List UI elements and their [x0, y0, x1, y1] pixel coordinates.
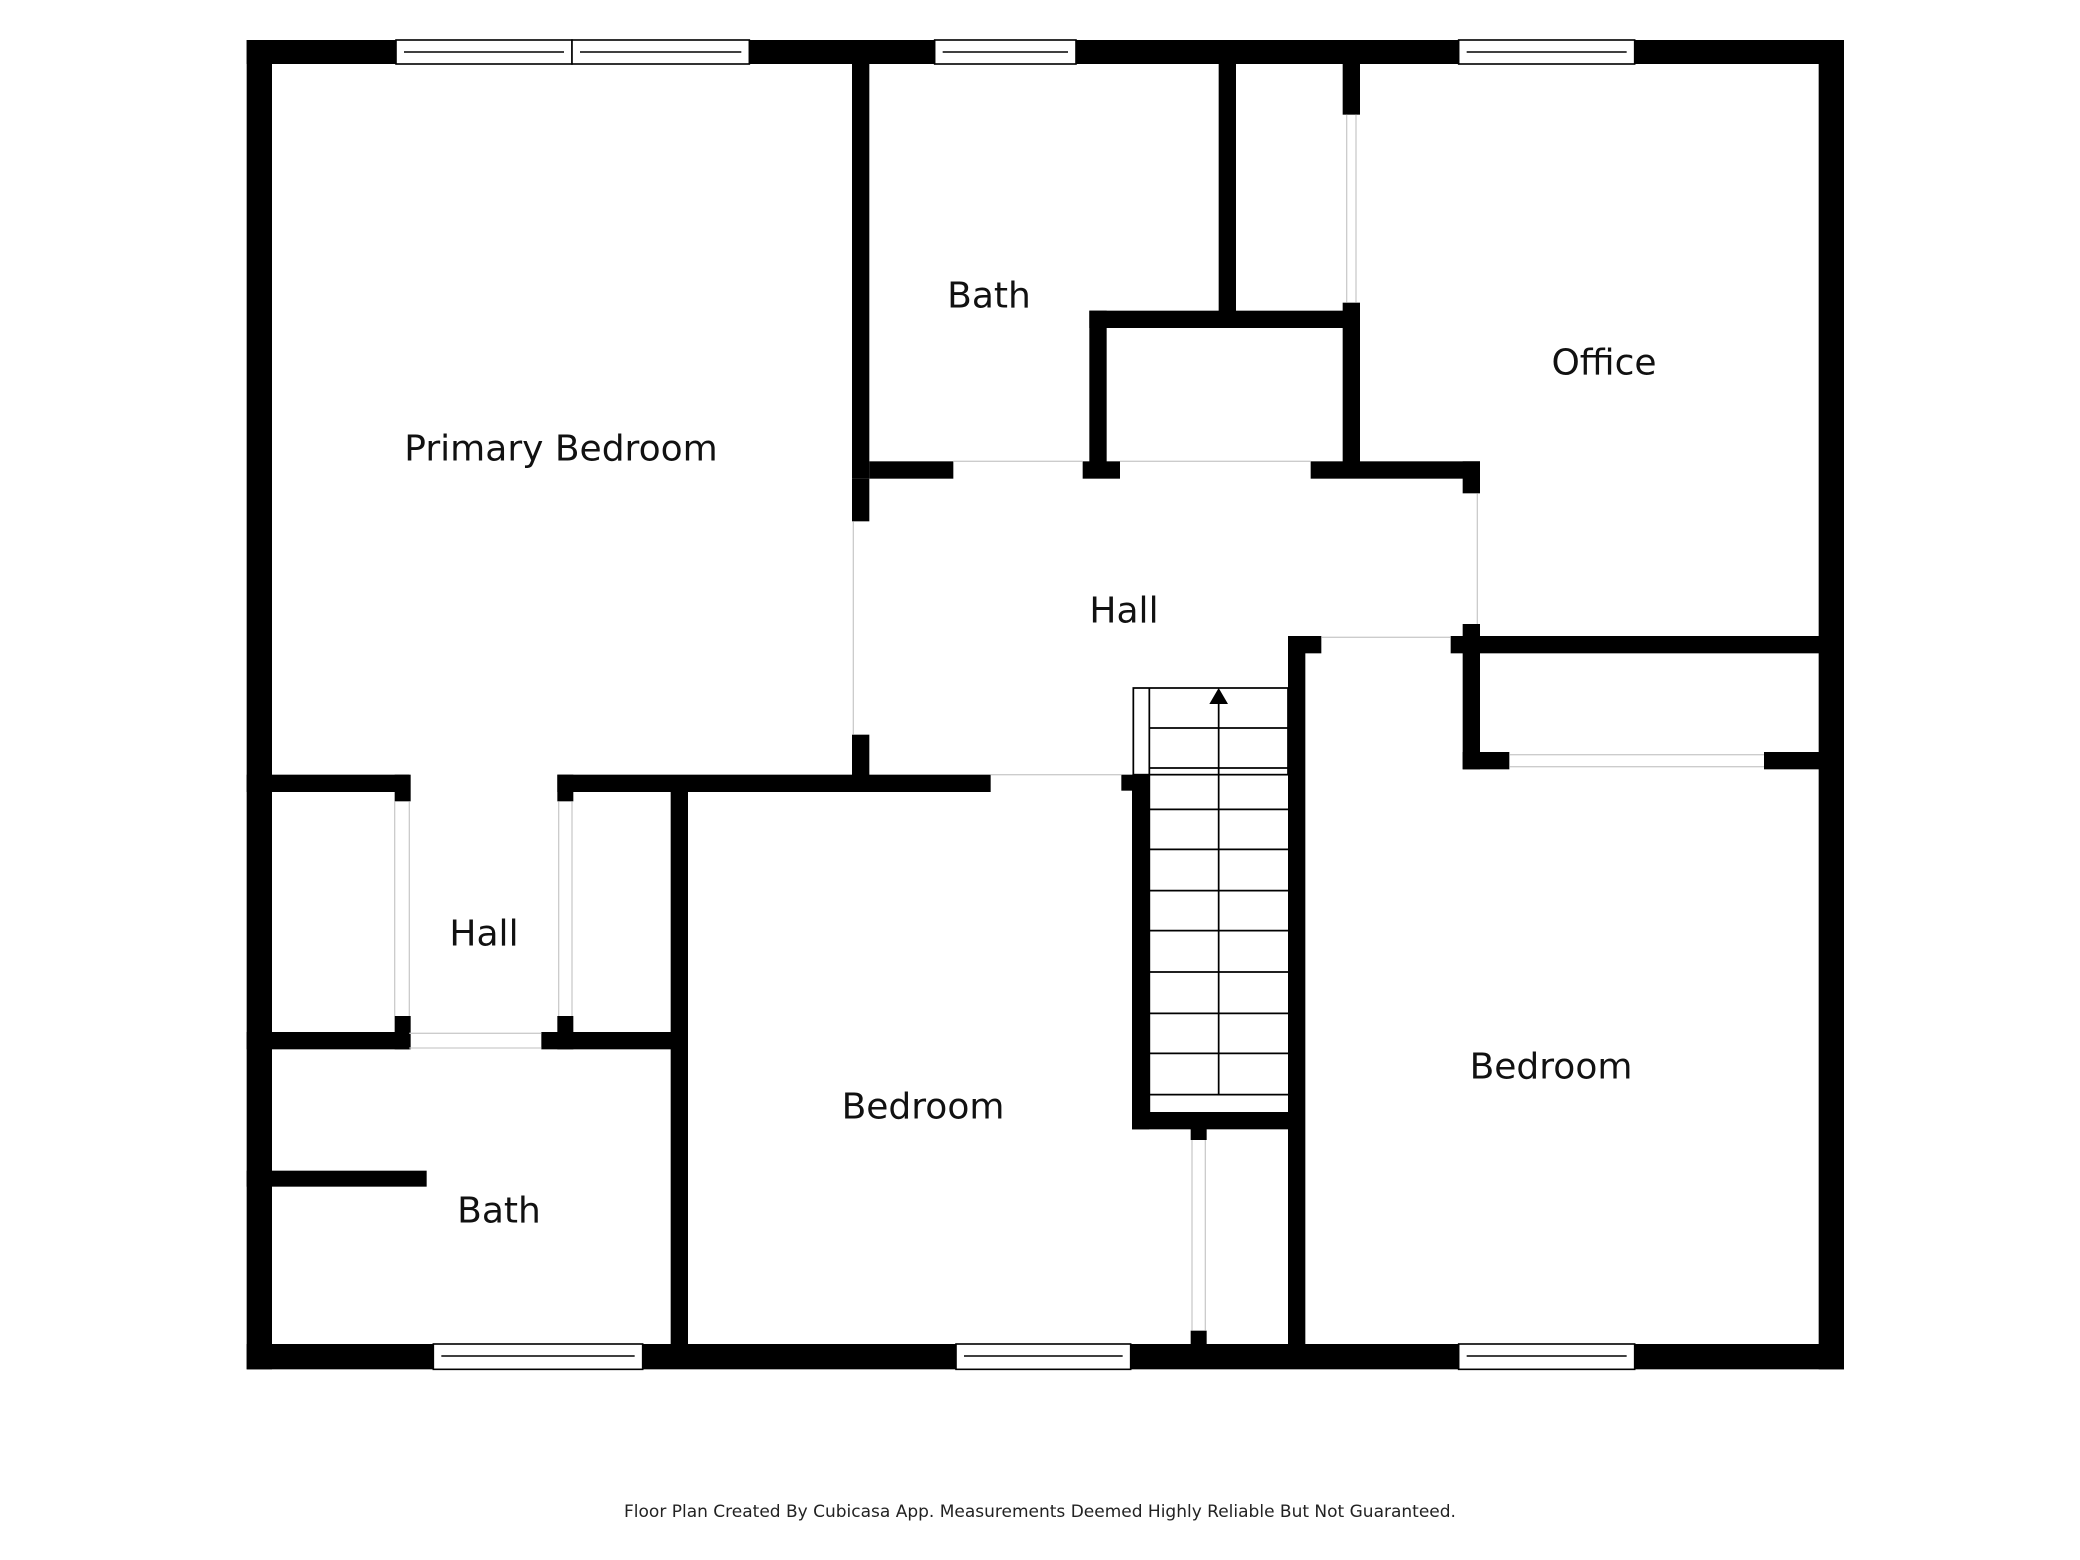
room-label-hall-center: Hall [1089, 590, 1159, 632]
windows [395, 39, 1636, 1371]
walls [246, 40, 1845, 1370]
openings [394, 114, 1764, 1331]
room-label-hall-left: Hall [449, 913, 519, 955]
stairs [1132, 687, 1289, 1112]
room-label-bedroom-center: Bedroom [841, 1086, 1005, 1128]
room-label-primary-bedroom: Primary Bedroom [404, 428, 718, 470]
room-label-bath-lower: Bath [457, 1190, 541, 1232]
room-label-office: Office [1551, 342, 1657, 384]
disclaimer-footer: Floor Plan Created By Cubicasa App. Meas… [624, 1502, 1456, 1522]
room-label-bath-upper: Bath [947, 275, 1031, 317]
stair-arrow-icon [1209, 688, 1228, 704]
room-label-bedroom-right: Bedroom [1469, 1046, 1633, 1088]
